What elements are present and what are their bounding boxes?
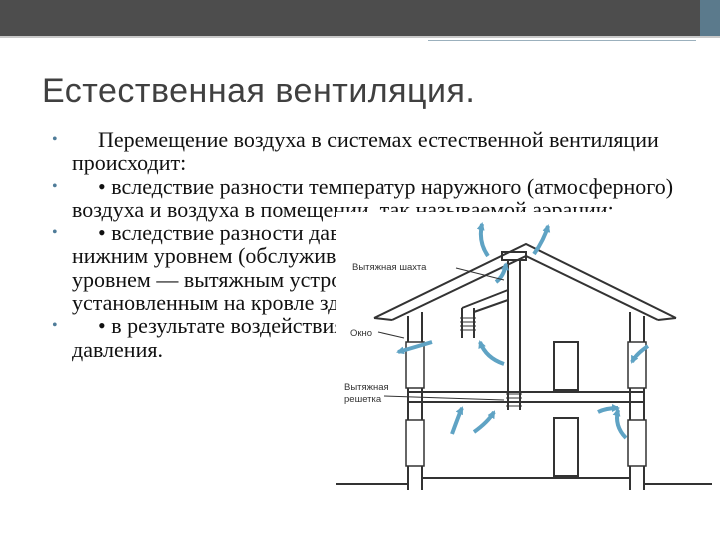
bullet-marker: • <box>52 131 58 148</box>
top-decoration-bar <box>0 0 720 41</box>
roof-outer <box>373 242 677 319</box>
top-bar-accent <box>700 0 720 36</box>
arrow-out-right <box>532 224 551 256</box>
top-bar-dark <box>0 0 700 36</box>
bullet-item: • Перемещение воздуха в системах естеств… <box>52 128 692 175</box>
vent-shaft <box>507 260 521 410</box>
label-grille-line2: решетка <box>344 394 382 405</box>
bullet-text: Перемещение воздуха в системах естествен… <box>72 127 659 176</box>
grille-upper <box>460 317 476 331</box>
arrow-out-left <box>476 222 490 258</box>
bullet-marker: • <box>52 177 58 195</box>
bullet-marker: • <box>52 224 58 242</box>
bullet-text: • вследствие разности температур наружно… <box>72 173 674 222</box>
house-structure <box>336 242 712 490</box>
leader-shaft <box>455 267 505 281</box>
top-bar-stripe <box>0 36 720 38</box>
grille-lower <box>506 393 522 407</box>
label-leaders <box>377 267 505 401</box>
window-right-lower <box>627 419 647 467</box>
slide-title: Естественная вентиляция. <box>42 72 476 110</box>
label-grille-line1: Вытяжная <box>344 382 389 393</box>
top-thin-line <box>428 40 696 41</box>
label-shaft: Вытяжная шахта <box>352 262 427 273</box>
window-right-upper <box>627 341 647 389</box>
house-diagram-svg: Вытяжная шахта Окно Вытяжная решетка <box>336 222 712 490</box>
leader-window <box>377 331 405 339</box>
exhaust-grilles <box>460 317 522 407</box>
house-ventilation-diagram: Вытяжная шахта Окно Вытяжная решетка <box>336 212 712 502</box>
leader-grille <box>383 395 505 401</box>
window-left-lower <box>405 419 425 467</box>
label-window: Окно <box>350 328 372 339</box>
bullet-item: • • вследствие разности температур наруж… <box>52 175 692 222</box>
bullet-marker: • <box>52 317 58 335</box>
middle-floor <box>408 391 644 403</box>
arrow-lower-right <box>597 404 620 414</box>
door-lower <box>553 417 579 477</box>
windows <box>405 341 647 467</box>
arrow-window-upper <box>396 340 433 355</box>
shaft-cap <box>501 251 527 261</box>
arrow-lower-left <box>450 406 464 435</box>
window-left-upper <box>405 341 425 389</box>
door-upper <box>553 341 579 391</box>
roof-inner <box>391 254 659 321</box>
arrow-upper-room <box>478 340 505 366</box>
airflow-arrows <box>396 222 650 440</box>
shaft-branch <box>461 308 475 338</box>
ground-line <box>336 477 712 485</box>
